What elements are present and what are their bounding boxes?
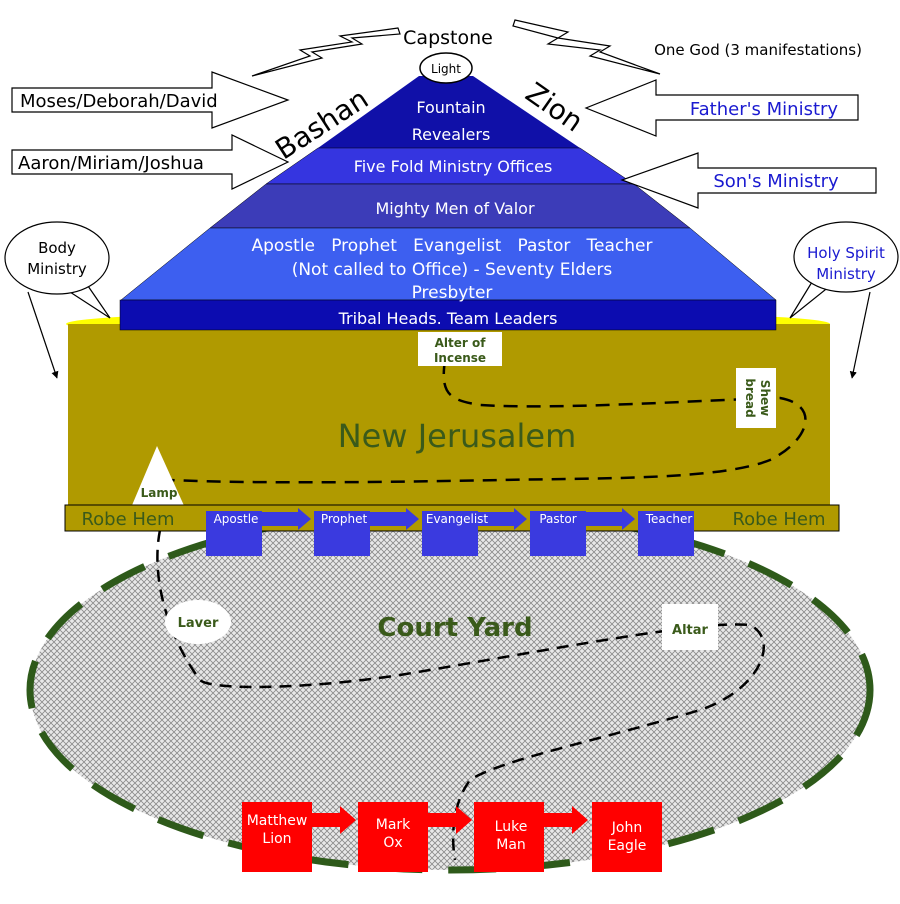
lamp-triangle <box>130 446 186 510</box>
altar-label: Altar <box>672 623 709 638</box>
shewbread-box <box>736 368 776 428</box>
gospel-arrow <box>312 806 356 834</box>
gospel-name: Mark <box>376 817 411 833</box>
gospel-box <box>242 802 312 872</box>
incense-path <box>169 359 807 484</box>
pyramid-offices: Apostle Prophet Evangelist Pastor Teache… <box>251 236 652 256</box>
body-ministry-line1: Body <box>38 239 76 257</box>
callout-moses: Moses/Deborah/David <box>20 91 218 112</box>
gospel-name: Matthew <box>247 813 308 829</box>
holy-spirit-ellipse <box>793 221 899 293</box>
holy-spirit-line2: Ministry <box>816 265 876 283</box>
gospel-arrow <box>428 806 472 834</box>
pyramid-elders: (Not called to Office) - Seventy Elders <box>292 260 613 280</box>
callout-arrow-moses <box>11 71 290 129</box>
callout-aaron: Aaron/Miriam/Joshua <box>18 153 204 174</box>
altar-of-incense-line2: Incense <box>434 351 486 365</box>
light-ellipse <box>419 52 473 84</box>
robe-office-box <box>638 511 694 556</box>
callout-arrow-father <box>584 79 859 137</box>
pyramid-five-fold: Five Fold Ministry Offices <box>354 157 553 176</box>
gospel-symbol: Man <box>496 837 526 853</box>
pyramid-base-label: Tribal Heads. Team Leaders <box>338 309 558 328</box>
gospel-symbol: Lion <box>262 831 291 847</box>
one-god-label: One God (3 manifestations) <box>654 41 862 59</box>
laver-label: Laver <box>178 616 219 631</box>
lamp-label: Lamp <box>141 486 178 500</box>
laver-ellipse <box>165 600 231 644</box>
light-label: Light <box>431 62 461 76</box>
pyramid-presbyter: Presbyter <box>412 283 493 303</box>
court-yard-label: Court Yard <box>377 613 532 643</box>
robe-hem-right: Robe Hem <box>732 509 825 530</box>
pyramid-fountain: Fountain <box>416 98 485 117</box>
robe-hem-left: Robe Hem <box>81 509 174 530</box>
shewbread-line2: bread <box>743 378 757 417</box>
gospel-box <box>592 802 662 872</box>
body-ministry-line2: Ministry <box>27 260 87 278</box>
gospel-symbol: Ox <box>383 835 402 851</box>
gospel-arrow <box>544 806 588 834</box>
body-ministry-bubble: Body Ministry <box>4 221 111 319</box>
holy-spirit-bubble: Holy Spirit Ministry <box>789 221 899 319</box>
gospel-symbol: Eagle <box>608 838 647 854</box>
altar-of-incense-line1: Alter of <box>435 336 487 350</box>
robe-office-label: Apostle <box>214 512 259 526</box>
callout-father: Father's Ministry <box>690 99 838 120</box>
gospel-box <box>474 802 544 872</box>
callout-arrow-son <box>620 152 877 209</box>
gospel-box <box>358 802 428 872</box>
robe-office-label: Evangelist <box>426 512 489 526</box>
pyramid-tier-fountain <box>318 76 580 148</box>
robe-office-arrow <box>586 508 635 530</box>
court-yard-border <box>26 506 874 874</box>
right-lightning-bolt <box>512 19 661 75</box>
robe-office-box <box>530 511 586 556</box>
altar-of-incense-box <box>418 332 502 366</box>
robe-office-box <box>206 511 262 556</box>
callout-arrow-aaron <box>11 134 290 190</box>
holy-spirit-pointer <box>849 291 871 379</box>
body-ministry-ellipse <box>4 221 110 295</box>
gospel-name: Luke <box>495 819 528 835</box>
shewbread-line1: Shew <box>758 380 772 416</box>
robe-office-label: Teacher <box>645 512 693 526</box>
robe-office-arrow <box>262 508 311 530</box>
robe-office-label: Pastor <box>539 512 576 526</box>
holy-spirit-line1: Holy Spirit <box>807 244 885 262</box>
body-ministry-pointer <box>27 291 59 379</box>
gospel-name: John <box>611 820 642 836</box>
callout-son: Son's Ministry <box>713 171 839 192</box>
court-yard-path <box>156 529 766 861</box>
pyramid-base <box>119 299 777 331</box>
capstone-title: Capstone <box>403 27 493 49</box>
pyramid: Light Fountain Revealers Five Fold Minis… <box>119 52 777 331</box>
robe-hem-offices: Apostle Prophet Evangelist Pastor Teache… <box>206 508 694 556</box>
robe-office-label: Prophet <box>321 512 368 526</box>
pyramid-valor: Mighty Men of Valor <box>375 199 535 218</box>
altar-box <box>662 604 718 650</box>
robe-office-arrow <box>370 508 419 530</box>
robe-office-box <box>422 511 478 556</box>
left-lightning-bolt <box>251 27 401 77</box>
robe-office-arrow <box>478 508 527 530</box>
gospels: Matthew Lion Mark Ox Luke Man John Eagle <box>242 802 662 872</box>
temple-name: New Jerusalem <box>338 417 577 455</box>
court-yard-area <box>30 510 870 870</box>
robe-office-box <box>314 511 370 556</box>
pyramid-revealers: Revealers <box>412 125 491 144</box>
